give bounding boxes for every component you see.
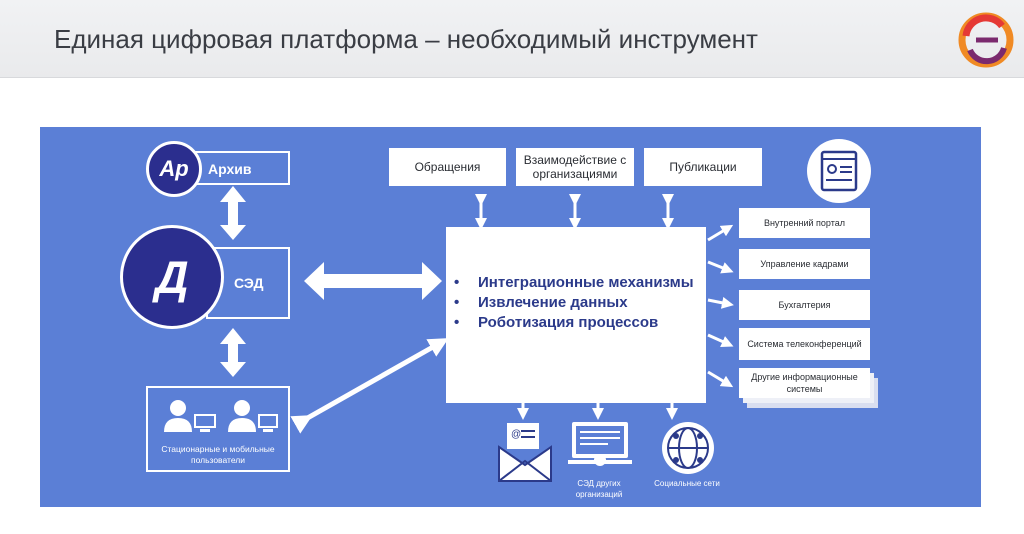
email-envelope-icon: @: [498, 423, 552, 482]
users-box: Стационарные и мобильные пользователи: [146, 386, 290, 472]
arrow-sed-users: [220, 328, 246, 377]
top-box-appeals: Обращения: [389, 148, 506, 186]
top-box-interaction: Взаимодействие с организациями: [516, 148, 634, 186]
arrow-users-center: [290, 338, 449, 434]
center-item: •Интеграционные механизмы: [454, 274, 694, 291]
users-computers-icon: [164, 400, 278, 432]
sed-label: СЭД: [234, 275, 264, 291]
center-box: •Интеграционные механизмы •Извлечение да…: [446, 227, 706, 403]
archive-label: Архив: [208, 161, 252, 177]
top-box-publications: Публикации: [644, 148, 762, 186]
social-networks-label: Социальные сети: [654, 479, 720, 488]
right-box-accounting: Бухгалтерия: [739, 290, 870, 320]
center-list: •Интеграционные механизмы •Извлечение да…: [454, 273, 694, 333]
center-item: •Извлечение данных: [454, 294, 628, 311]
web-portal-icon: [807, 139, 871, 203]
page-title: Единая цифровая платформа – необходимый …: [54, 24, 758, 54]
svg-text:@: @: [511, 429, 521, 440]
archive-badge: Ар: [146, 141, 202, 197]
arrow-right-1: [707, 224, 734, 242]
arrow-sed-center: [304, 262, 442, 300]
arrow-right-4: [707, 333, 734, 348]
social-networks-icon: [662, 422, 714, 474]
arrow-right-2: [707, 260, 734, 274]
brand-logo-icon: [958, 12, 1014, 68]
right-box-teleconf: Система телеконференций: [739, 328, 870, 360]
right-box-portal: Внутренний портал: [739, 208, 870, 238]
arrow-right-5: [707, 370, 734, 388]
users-label: Стационарные и мобильные пользователи: [161, 444, 275, 465]
archive-box: Архив: [188, 151, 290, 185]
right-box-hr: Управление кадрами: [739, 249, 870, 279]
right-box-other: Другие информационные системы: [739, 368, 870, 398]
sed-badge: Д: [120, 225, 224, 329]
arrow-archive-sed: [220, 186, 246, 240]
arrow-right-3: [707, 296, 734, 309]
sed-other-orgs-icon: [568, 422, 632, 466]
sed-other-orgs-label: СЭД других организаций: [575, 479, 623, 499]
center-item: •Роботизация процессов: [454, 314, 659, 331]
header-bar: [0, 0, 1024, 78]
